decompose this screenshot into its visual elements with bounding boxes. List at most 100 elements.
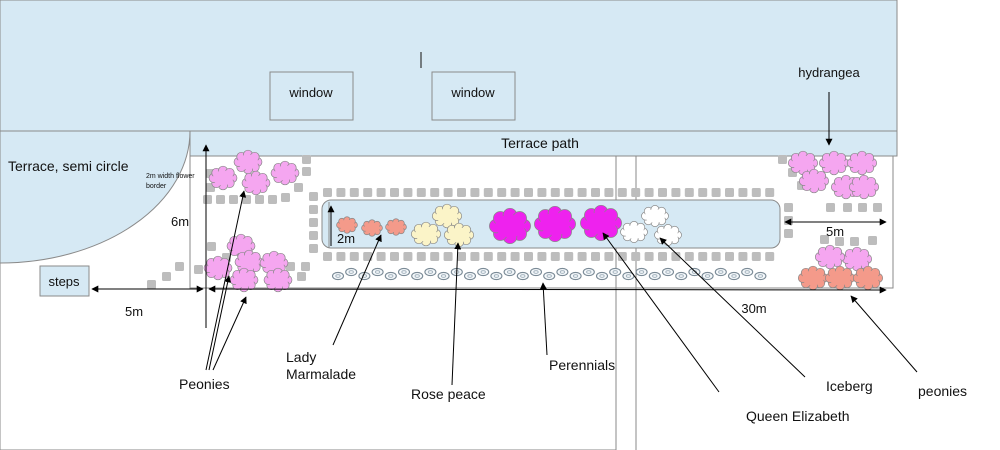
perennial-ring <box>503 267 516 277</box>
peony-icon <box>798 168 830 194</box>
paver-stone <box>483 188 493 197</box>
paver-stone <box>207 242 216 251</box>
perennial-ring-inner <box>704 274 711 278</box>
perennial-ring-inner <box>559 270 566 274</box>
paver-stone <box>416 188 426 197</box>
paver-stone <box>286 262 295 271</box>
perennial-ring-inner <box>374 270 381 274</box>
paver-stone <box>564 188 574 197</box>
paver-stone <box>510 188 520 197</box>
iceberg-leader <box>659 237 806 378</box>
paver-stone <box>850 237 859 246</box>
paver-stone <box>537 188 547 197</box>
peonies-leader-2 <box>208 275 232 371</box>
paver-stone <box>497 252 507 261</box>
terrace-path-label: Terrace path <box>501 135 579 151</box>
paver-stone <box>644 188 654 197</box>
paver-stone <box>497 188 507 197</box>
perennial-ring <box>635 267 648 277</box>
perennial-ring-inner <box>718 270 724 274</box>
rose-peace-icon <box>410 221 442 247</box>
paver-stone <box>843 203 852 212</box>
paver-stone <box>524 188 533 197</box>
paver-stone <box>765 188 775 197</box>
iceberg-rose-icon <box>654 224 682 246</box>
paver-stone <box>784 229 793 238</box>
iceberg-rose-icon <box>641 205 669 227</box>
peony-icon <box>848 174 880 200</box>
queen-elizabeth-leader <box>602 232 720 393</box>
queen-elizabeth-rose-icon <box>489 207 531 245</box>
peony-icon <box>263 267 293 293</box>
border-note-line1: 2m width flower <box>146 173 195 180</box>
perennial-layer <box>331 267 767 281</box>
paver-stone <box>363 188 373 197</box>
perennial-ring <box>661 267 675 277</box>
perennial-ring-inner <box>599 274 605 278</box>
perennial-ring <box>556 267 569 277</box>
perennials-label: Perennials <box>549 357 615 373</box>
paver-stone <box>470 252 480 261</box>
paver-stone <box>820 235 829 244</box>
paver-stone <box>684 188 694 197</box>
perennial-ring <box>582 267 595 277</box>
paver-stone <box>858 203 867 212</box>
perennial-ring <box>331 271 345 281</box>
paver-stone <box>203 195 212 204</box>
perennial-ring-inner <box>731 274 737 278</box>
paver-stone <box>738 188 748 197</box>
perennial-ring-inner <box>480 270 486 274</box>
paver-stone <box>524 252 533 261</box>
paver-stone <box>281 193 290 202</box>
window-right-label: window <box>450 85 495 100</box>
paver-stone <box>784 216 793 225</box>
perennial-ring <box>543 271 556 281</box>
paver-stone <box>416 252 426 261</box>
paver-stone <box>309 231 318 240</box>
perennial-ring <box>609 267 622 277</box>
perennial-ring-inner <box>335 274 341 278</box>
paver-stone <box>617 252 627 261</box>
paver-stone <box>577 252 587 261</box>
paver-stone <box>229 195 238 204</box>
queen-elizabeth-rose-icon <box>534 205 576 243</box>
paver-stone <box>550 188 560 197</box>
terrace-path <box>189 130 898 157</box>
rose-peace-label: Rose peace <box>411 386 486 402</box>
paver-stone <box>684 252 694 261</box>
paver-stone <box>302 155 311 164</box>
peony-icon <box>824 265 856 291</box>
queen-elizabeth-rose-icon <box>580 204 622 242</box>
terrace-semi-label: Terrace, semi circle <box>8 158 129 174</box>
border-note-line2: border <box>146 183 167 190</box>
peony-icon <box>818 150 850 176</box>
paver-stone <box>510 252 520 261</box>
queen-elizabeth-label: Queen Elizabeth <box>746 408 850 424</box>
paver-stone <box>784 203 793 212</box>
paver-stone <box>297 272 306 281</box>
paver-stone <box>336 252 346 261</box>
paver-stone <box>550 252 560 261</box>
dim-thirty-m-arrow <box>208 285 887 294</box>
paver-stone <box>873 203 882 212</box>
paver-stone <box>309 218 318 227</box>
perennial-ring <box>371 267 384 277</box>
perennial-ring-inner <box>361 274 367 278</box>
peony-icon <box>233 149 263 175</box>
paver-stone <box>868 236 877 245</box>
paver-stone <box>631 188 641 197</box>
perennial-ring-inner <box>520 274 526 278</box>
window-left <box>269 71 354 121</box>
paver-stone <box>390 252 399 261</box>
paver-stone <box>268 195 277 204</box>
rose-peace-leader <box>451 242 462 386</box>
lady-marmalade-label-2: Marmalade <box>286 366 356 382</box>
peonies-left-label: Peonies <box>179 376 230 392</box>
perennial-ring <box>397 267 411 277</box>
lady-marmalade-label-1: Lady <box>286 349 316 365</box>
perennial-ring <box>463 271 477 281</box>
perennial-ring-inner <box>506 270 513 274</box>
paver-stone <box>604 252 614 261</box>
paver-stone <box>658 188 667 197</box>
